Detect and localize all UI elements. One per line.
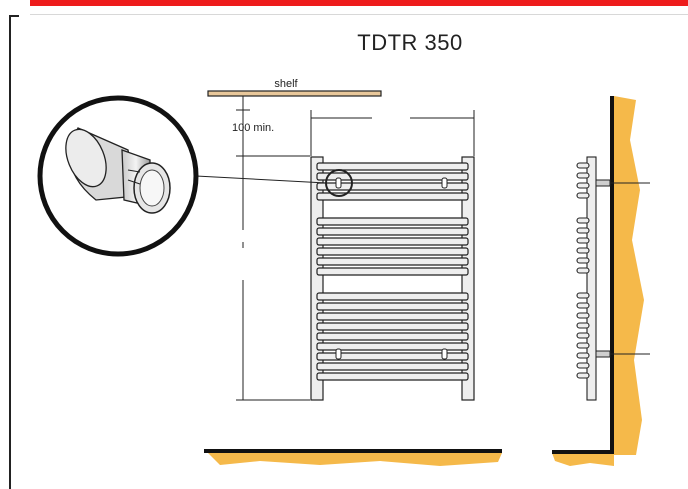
diagram-title: TDTR 350 [357, 30, 463, 55]
radiator-front [310, 156, 475, 401]
frame-border [9, 15, 11, 489]
shelf [207, 90, 382, 97]
shelf-label: shelf [274, 78, 298, 90]
wall-bracket-detail-icon [37, 95, 199, 257]
clearance-dimension [236, 96, 310, 157]
leader-line [195, 175, 327, 184]
header-rule [30, 14, 688, 15]
height-dimension [236, 156, 310, 401]
front-brackets [335, 177, 448, 360]
accent-bar [30, 0, 688, 6]
floor-front [204, 449, 502, 466]
side-brackets [595, 179, 611, 358]
radiator-side [576, 156, 597, 401]
frame-corner [9, 15, 19, 17]
width-dimension [310, 110, 475, 156]
side-leader-lines [610, 182, 650, 355]
wall-side [552, 96, 644, 466]
